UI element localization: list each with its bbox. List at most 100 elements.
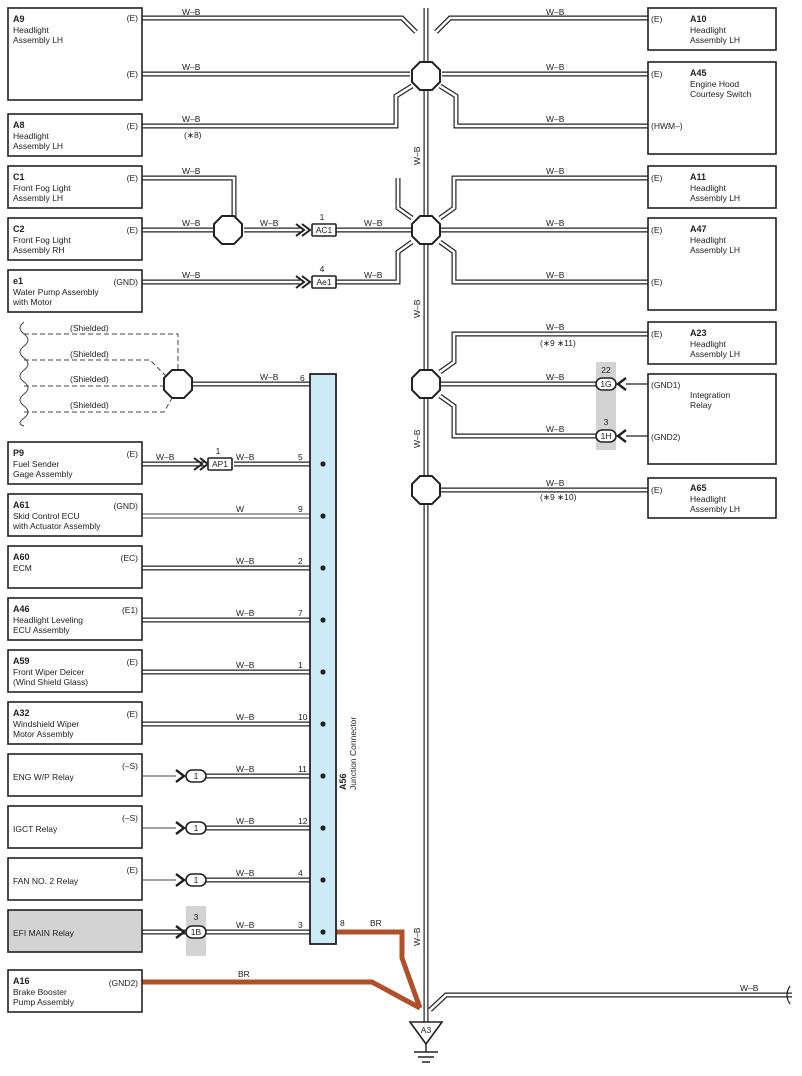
svg-text:W–B: W–B bbox=[546, 114, 565, 124]
svg-text:W–B: W–B bbox=[182, 270, 201, 280]
svg-text:W–B: W–B bbox=[412, 429, 422, 448]
svg-text:BR: BR bbox=[370, 918, 382, 928]
component-a16: A16 Brake Booster Pump Assembly (GND2) B… bbox=[7, 969, 250, 1013]
component-box bbox=[7, 805, 143, 849]
component-a10: A10 Headlight Assembly LH (E) bbox=[647, 7, 777, 51]
jc-dot bbox=[320, 721, 326, 727]
component-code: A59 bbox=[13, 656, 30, 666]
svg-text:W–B: W–B bbox=[182, 218, 201, 228]
svg-text:C1: C1 bbox=[13, 172, 25, 182]
component-name: with Actuator Assembly bbox=[12, 521, 101, 531]
connector-1h: 1H 3 bbox=[595, 417, 648, 443]
svg-text:W–B: W–B bbox=[546, 270, 565, 280]
svg-text:Relay: Relay bbox=[690, 400, 712, 410]
component-a45: A45 Engine Hood Courtesy Switch (E) (HWM… bbox=[647, 61, 777, 155]
wire-label: W–B bbox=[236, 764, 255, 774]
svg-text:Junction Connector: Junction Connector bbox=[348, 717, 358, 790]
component-box bbox=[7, 909, 143, 953]
svg-text:A9: A9 bbox=[13, 14, 25, 24]
jc-dot bbox=[320, 617, 326, 623]
svg-text:6: 6 bbox=[300, 373, 305, 383]
svg-text:W–B: W–B bbox=[182, 114, 201, 124]
jc-pin: 1 bbox=[298, 660, 303, 670]
svg-text:A3: A3 bbox=[421, 1025, 432, 1035]
svg-text:3: 3 bbox=[194, 912, 199, 922]
svg-text:(E): (E) bbox=[651, 277, 663, 287]
connector-arrow bbox=[175, 821, 186, 835]
svg-text:W–B: W–B bbox=[412, 146, 422, 165]
component-a8: A8 Headlight Assembly LH (E) (∗8) bbox=[7, 113, 202, 157]
connector-body bbox=[185, 821, 207, 835]
jc-pin: 4 bbox=[298, 868, 303, 878]
connector-ae1: Ae1 4 bbox=[295, 264, 337, 289]
svg-text:(E): (E) bbox=[127, 69, 139, 79]
svg-text:(E): (E) bbox=[651, 225, 663, 235]
pin-label: (E1) bbox=[122, 605, 138, 615]
svg-text:Integration: Integration bbox=[690, 390, 730, 400]
junction-connector-a56: A56 Junction Connector 8 BR bbox=[309, 373, 382, 945]
wire-label: W–B bbox=[236, 920, 255, 930]
component-a9: A9 Headlight Assembly LH (E) (E) bbox=[7, 7, 143, 101]
splice-hub-c bbox=[213, 215, 243, 245]
component-name: ENG W/P Relay bbox=[13, 772, 75, 782]
svg-text:W–B: W–B bbox=[260, 372, 279, 382]
svg-text:(Shielded): (Shielded) bbox=[70, 374, 109, 384]
svg-text:W–B: W–B bbox=[546, 62, 565, 72]
svg-text:Front Fog Light: Front Fog Light bbox=[13, 183, 71, 193]
component-a65: A65 Headlight Assembly LH (E) (∗9 ∗10) bbox=[540, 477, 777, 519]
component-name: Fuel Sender bbox=[13, 459, 59, 469]
svg-text:Pump Assembly: Pump Assembly bbox=[13, 997, 75, 1007]
svg-text:Assembly LH: Assembly LH bbox=[13, 141, 63, 151]
connector-label: 1 bbox=[194, 875, 199, 885]
svg-text:BR: BR bbox=[238, 969, 250, 979]
component-e1: e1 Water Pump Assembly with Motor (GND) bbox=[7, 269, 143, 313]
jc-dot bbox=[320, 877, 326, 883]
wire-label: W–B bbox=[156, 452, 175, 462]
jc-pin: 5 bbox=[298, 452, 303, 462]
pin-label: (E) bbox=[127, 709, 139, 719]
svg-text:(E): (E) bbox=[651, 173, 663, 183]
pin-label: (–S) bbox=[122, 761, 138, 771]
splice-hub-top bbox=[411, 61, 441, 91]
component-a23: A23 Headlight Assembly LH (E) (∗9 ∗11) bbox=[540, 321, 777, 365]
svg-text:(E): (E) bbox=[127, 13, 139, 23]
svg-text:Brake Booster: Brake Booster bbox=[13, 987, 67, 997]
component-code: A61 bbox=[13, 500, 30, 510]
svg-text:A56: A56 bbox=[338, 773, 348, 790]
svg-text:(∗8): (∗8) bbox=[184, 130, 202, 140]
connector-arrow bbox=[175, 873, 186, 887]
component-a11: A11 Headlight Assembly LH (E) bbox=[647, 165, 777, 209]
component-name: FAN NO. 2 Relay bbox=[13, 876, 79, 886]
jc-pin: 10 bbox=[298, 712, 308, 722]
svg-text:W–B: W–B bbox=[546, 372, 565, 382]
component-name: (Wind Shield Glass) bbox=[13, 677, 88, 687]
svg-text:(∗9 ∗10): (∗9 ∗10) bbox=[540, 492, 577, 502]
pin-label: (EC) bbox=[121, 553, 139, 563]
svg-text:(GND2): (GND2) bbox=[109, 978, 138, 988]
connector-label: 1 bbox=[194, 771, 199, 781]
svg-text:Engine Hood: Engine Hood bbox=[690, 79, 739, 89]
component-code: P9 bbox=[13, 448, 24, 458]
jc-dot bbox=[320, 773, 326, 779]
svg-text:(E): (E) bbox=[127, 225, 139, 235]
component-name: Headlight Leveling bbox=[13, 615, 83, 625]
svg-text:1: 1 bbox=[216, 446, 221, 456]
break-mark bbox=[786, 985, 791, 1005]
connector-arrow bbox=[175, 769, 186, 783]
svg-text:W–B: W–B bbox=[364, 270, 383, 280]
component-box bbox=[7, 701, 143, 745]
svg-text:Assembly LH: Assembly LH bbox=[690, 35, 740, 45]
component-a47: A47 Headlight Assembly LH (E) (E) bbox=[647, 217, 777, 311]
splice-hub-right bbox=[411, 369, 441, 399]
component-name: IGCT Relay bbox=[13, 824, 58, 834]
svg-text:AC1: AC1 bbox=[316, 225, 333, 235]
wire-harness bbox=[142, 8, 792, 1022]
svg-text:(E): (E) bbox=[127, 173, 139, 183]
wire-label: W–B bbox=[236, 452, 255, 462]
svg-text:A11: A11 bbox=[690, 172, 706, 182]
component-box bbox=[7, 753, 143, 797]
component-name: Motor Assembly bbox=[13, 729, 74, 739]
